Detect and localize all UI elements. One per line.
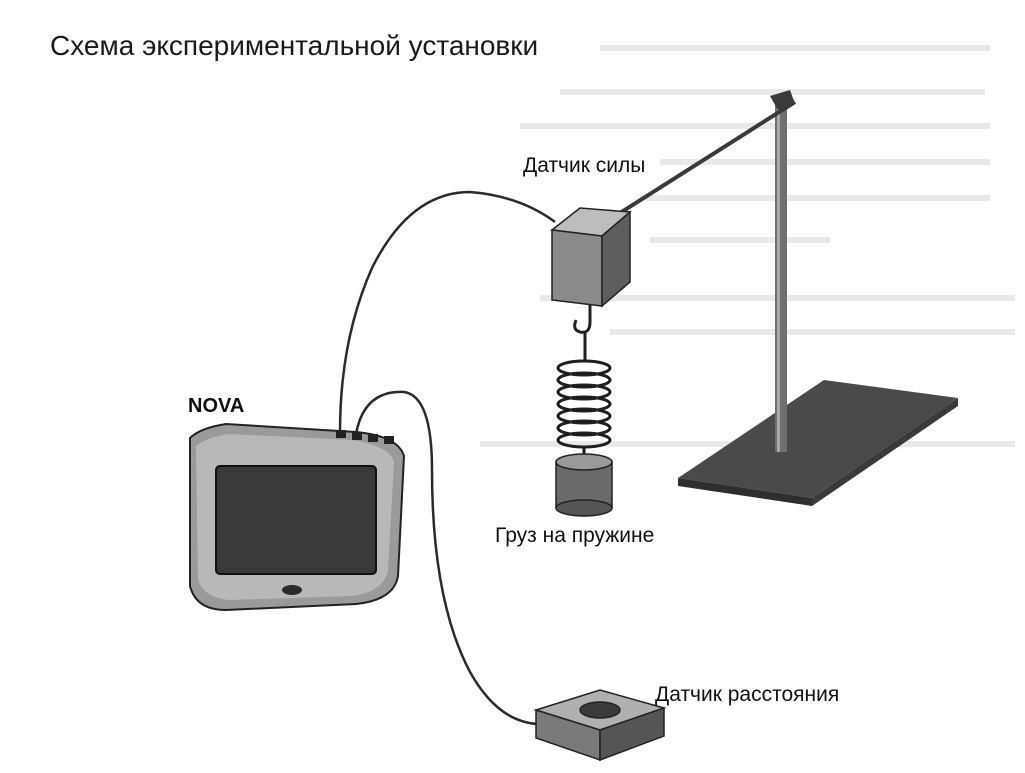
nova-logger-label: NOVA [188,395,245,417]
spring [556,332,612,458]
logger-screen [215,465,377,575]
stand-rod [770,90,795,452]
distance-sensor-label: Датчик расстояния [655,683,840,706]
force-sensor-cube [550,207,632,308]
load-weight [555,453,613,517]
distance-sensor-cable [354,390,539,726]
load-on-spring-label: Груз на пружине [495,524,655,547]
sensor-hook [573,304,592,334]
logger-button [282,585,302,595]
stand-base [678,380,958,506]
force-sensor-cable [338,190,556,433]
distance-sensor-lens [579,701,621,719]
nova-data-logger [189,422,406,612]
force-sensor-label: Датчик силы [523,154,646,177]
stand-arm [588,100,797,234]
diagram-title: Схема экспериментальной установки [50,30,539,61]
distance-sensor [533,689,667,762]
logger-ports [336,430,394,444]
